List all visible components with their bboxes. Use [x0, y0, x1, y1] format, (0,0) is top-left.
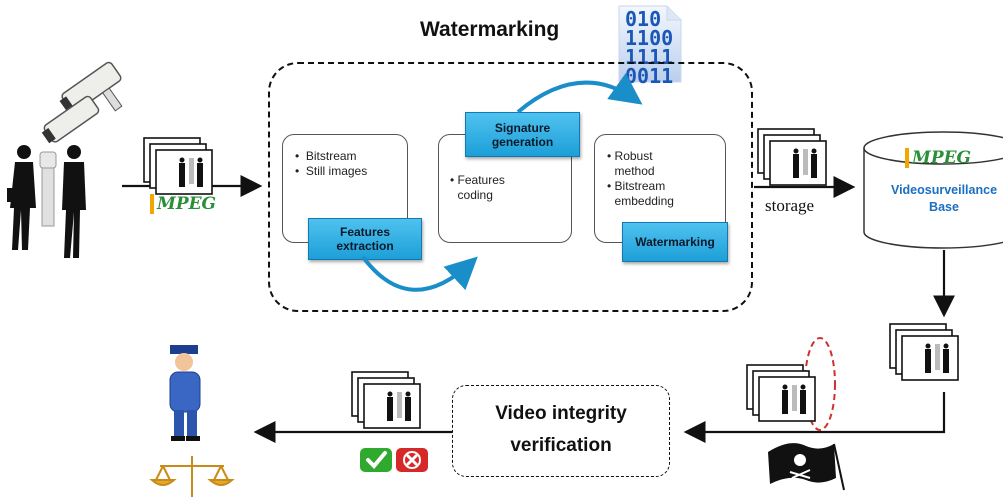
verification-line2: verification: [510, 435, 612, 456]
invalid-cross-icon: [396, 448, 428, 472]
diagram-title: Watermarking: [420, 18, 560, 41]
binary-line-2: 1100: [625, 26, 674, 50]
officer-icon: [169, 345, 201, 441]
curve-arrow-extraction-to-signature: [361, 255, 478, 292]
video-frames-icon: [746, 364, 816, 422]
watermarking-bullets: • Robust method • Bitstream embedding: [607, 149, 682, 209]
arrow-db-to-tampered: [683, 392, 946, 443]
mpeg-logo-input: MPEG: [150, 194, 217, 214]
binary-line-1: 010: [625, 7, 662, 31]
features-extraction-bullets: • Bitstream • Still images: [295, 149, 368, 178]
bullet-robust-method: Robust method: [614, 149, 655, 178]
video-frames-icon: [351, 371, 421, 429]
watermarking-button: Watermarking: [622, 222, 728, 262]
database-cylinder: [863, 131, 1003, 249]
bullet-still-images: Still images: [305, 164, 368, 178]
video-integrity-verification-box: Video integrity verification: [452, 385, 670, 477]
mpeg-logo-database: MPEG: [905, 148, 972, 168]
bullet-bitstream: Bitstream: [305, 149, 357, 163]
mpeg-logo-input-text: MPEG: [150, 194, 217, 214]
features-extraction-label: Features extraction: [336, 225, 394, 253]
bullet-features-coding: Features coding: [457, 173, 505, 202]
camera-icon: [41, 61, 123, 144]
verification-line1: Video integrity: [495, 403, 627, 424]
pirate-flag-icon: [768, 443, 845, 491]
video-frames-icon: [889, 323, 959, 381]
database-label-line2: Base: [929, 200, 959, 214]
signature-generation-button: Signature generation: [465, 112, 580, 157]
video-frames-icon: [143, 137, 213, 195]
watermarking-group: [268, 62, 753, 312]
frame-stack-storage: [756, 127, 830, 194]
curve-arrow-signature-to-watermarking: [516, 73, 643, 114]
watermarking-label: Watermarking: [635, 235, 715, 249]
signature-generation-bullets: • Features coding: [450, 173, 510, 203]
people-icon: [7, 145, 86, 258]
database-label: Videosurveillance Base: [865, 182, 1003, 216]
frame-stack-input: [142, 136, 216, 203]
signature-generation-label: Signature generation: [491, 120, 554, 149]
justice-scale-icon: [149, 456, 235, 497]
frame-stack-verified: [350, 370, 424, 437]
database-label-line1: Videosurveillance: [890, 183, 998, 197]
frame-stack-db-output: [888, 322, 962, 389]
video-frames-icon: [757, 128, 827, 186]
frame-stack-tampered: [745, 363, 819, 430]
mpeg-logo-database-text: MPEG: [905, 148, 972, 168]
valid-check-icon: [360, 448, 392, 472]
bullet-bitstream-embedding: Bitstream embedding: [614, 179, 674, 208]
storage-label: storage: [765, 196, 815, 215]
features-extraction-button: Features extraction: [308, 218, 422, 260]
